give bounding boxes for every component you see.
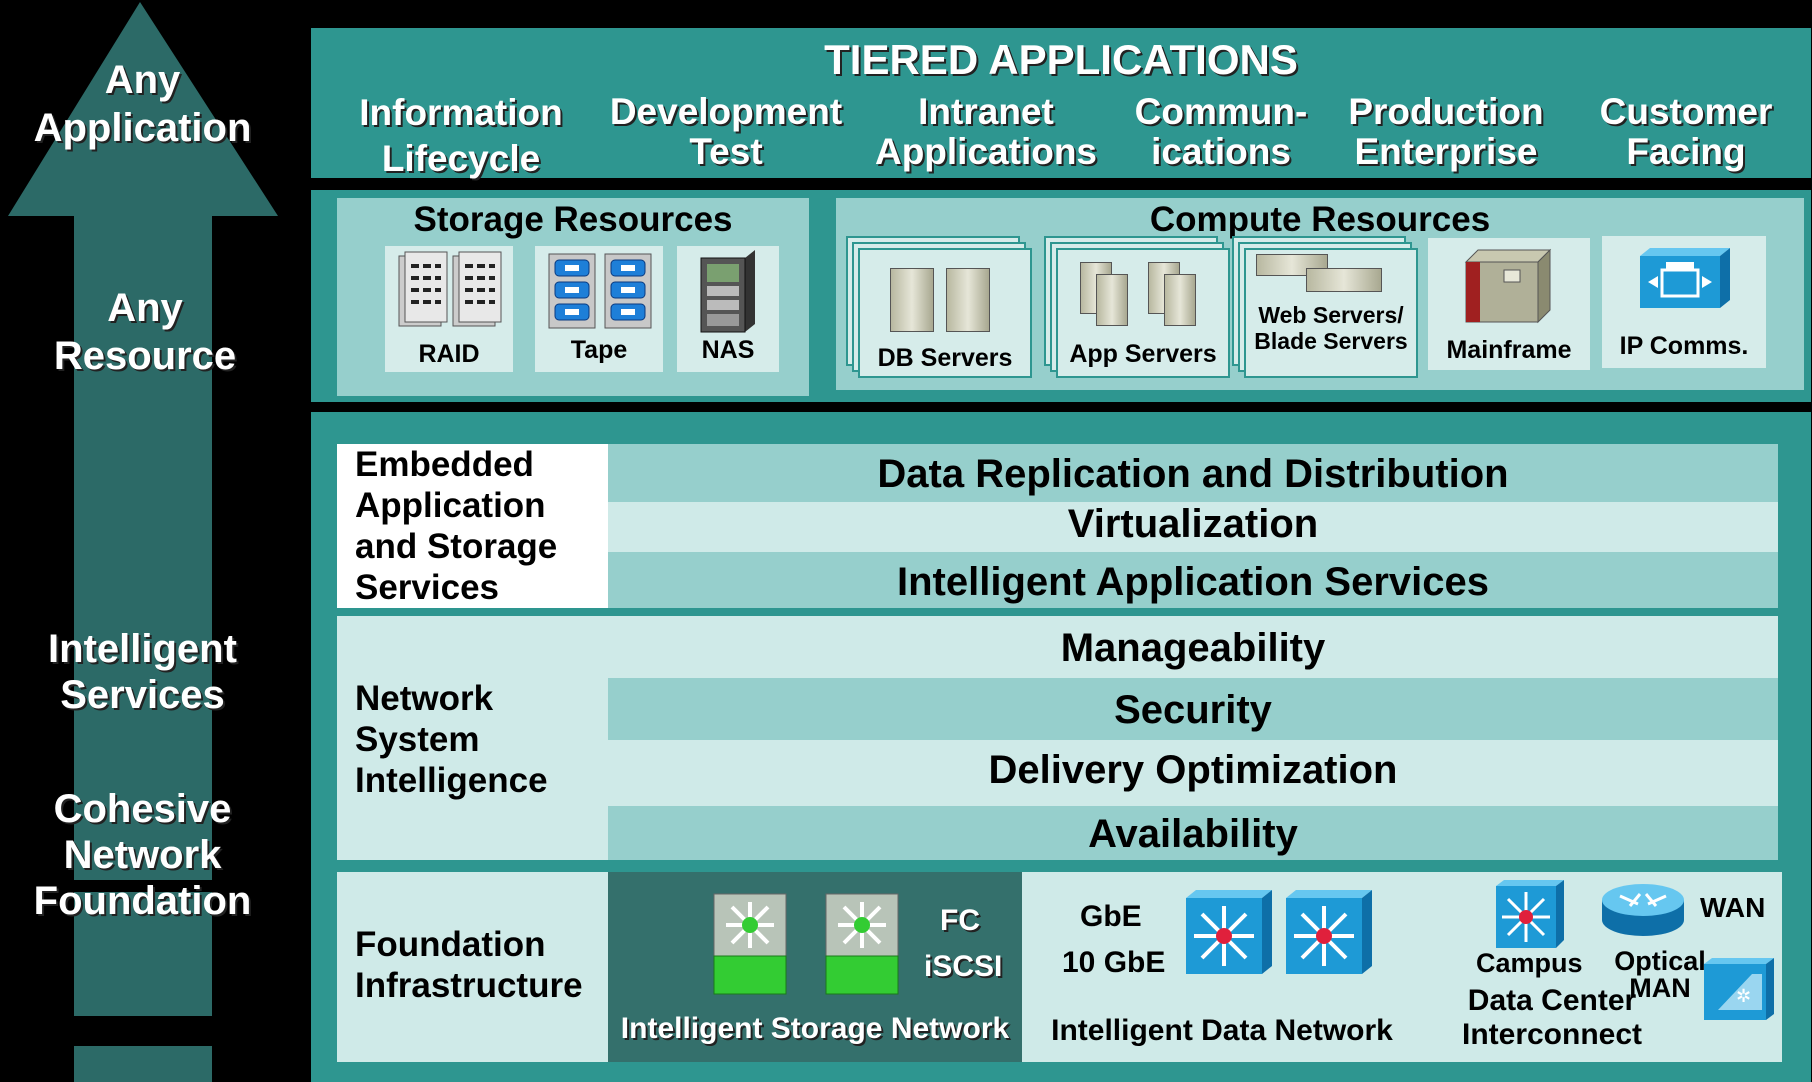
wan-label: WAN (1700, 892, 1766, 923)
row-virtualization: Virtualization (608, 502, 1778, 552)
app-development-test: Development Test (609, 91, 843, 172)
row-manageability: Manageability (608, 616, 1778, 678)
nas-icon (700, 250, 755, 333)
app-servers-card: App Servers (1056, 248, 1230, 378)
vertical-arrow (8, 2, 278, 1082)
tape-card: Tape (535, 246, 663, 372)
db-servers-label: DB Servers (877, 344, 1013, 372)
cohesive-network-foundation-label: Cohesive Network Foundation (33, 787, 252, 923)
svg-text:✲: ✲ (1736, 986, 1751, 1007)
gbe-label: GbE (1080, 900, 1142, 933)
catalyst-switch-icon-2 (1286, 890, 1372, 974)
row-data-replication: Data Replication and Distribution (608, 444, 1778, 502)
manageability-label: Manageability (1060, 626, 1326, 670)
row-security: Security (608, 678, 1778, 740)
nas-card: NAS (677, 246, 779, 372)
storage-network-caption: Intelligent Storage Network (620, 1012, 1010, 1045)
any-resource-label: Any Resource (53, 286, 237, 378)
ip-comms-card: IP Comms. (1602, 236, 1766, 368)
app-production-enterprise: Production Enterprise (1348, 91, 1544, 172)
db-server-icon-1 (890, 268, 934, 332)
mainframe-card: Mainframe (1428, 238, 1590, 370)
catalyst-switch-icon-1 (1186, 890, 1272, 974)
optical-man-label: Optical MAN (1614, 946, 1706, 1003)
network-intel-label: Network System Intelligence (355, 679, 548, 800)
row-availability: Availability (608, 806, 1778, 860)
tape-label: Tape (570, 336, 628, 364)
any-application-label: Any Application (33, 58, 252, 150)
storage-resources-box: Storage Resources RAID (337, 198, 809, 396)
ip-comms-label: IP Comms. (1619, 332, 1749, 360)
mds-switch-icon-2 (825, 893, 899, 995)
web-servers-label: Web Servers/ Blade Servers (1254, 302, 1408, 354)
network-intel-label-box: Network System Intelligence (337, 616, 609, 860)
router-icon (1602, 884, 1684, 936)
fc-label: FC (940, 904, 980, 937)
interconnect-caption: Data Center Interconnect (1461, 984, 1643, 1051)
10gbe-label: 10 GbE (1062, 946, 1166, 979)
blade-server-icon-2 (1306, 268, 1382, 292)
nas-label: NAS (701, 336, 755, 364)
data-replication-label: Data Replication and Distribution (877, 452, 1509, 496)
raid-label: RAID (418, 340, 480, 368)
app-servers-label: App Servers (1069, 340, 1217, 368)
embedded-services-label: Embedded Application and Storage Service… (355, 445, 558, 607)
app-customer-facing: Customer Facing (1599, 91, 1773, 172)
tiered-applications-title: TIERED APPLICATIONS (824, 36, 1298, 83)
db-servers-card: DB Servers (858, 248, 1032, 378)
app-server-icon-4 (1164, 274, 1196, 326)
app-information-lifecycle: Information Lifecycle (359, 92, 563, 179)
compute-resources-box: Compute Resources DB Servers App Servers… (836, 198, 1804, 390)
app-communications: Commun- ications (1134, 91, 1308, 172)
delivery-optimization-label: Delivery Optimization (988, 748, 1398, 792)
foundation-label: Foundation Infrastructure (355, 925, 583, 1005)
mainframe-icon (1464, 248, 1552, 324)
intelligent-app-services-label: Intelligent Application Services (897, 560, 1489, 604)
storage-network-box: FC iSCSI Intelligent Storage Network (608, 872, 1022, 1062)
virtualization-label: Virtualization (1067, 502, 1319, 546)
raid-card: RAID (385, 246, 513, 372)
intelligent-services-label: Intelligent Services (48, 627, 237, 717)
ip-phone-icon (1640, 248, 1730, 308)
campus-switch-icon (1496, 880, 1564, 948)
db-server-icon-2 (946, 268, 990, 332)
raid-icon (398, 251, 502, 327)
data-network-box: GbE 10 GbE Intelligent Data Network (1022, 872, 1422, 1062)
iscsi-label: iSCSI (924, 950, 1003, 983)
row-delivery-optimization: Delivery Optimization (608, 740, 1778, 806)
app-server-icon-2 (1096, 274, 1128, 326)
storage-resources-title: Storage Resources (413, 200, 733, 239)
tape-icon (548, 253, 652, 329)
app-intranet-applications: Intranet Applications (874, 91, 1098, 172)
interconnect-box: WAN Campus Optical MAN ✲ Data Center Int… (1422, 872, 1782, 1062)
campus-label: Campus (1476, 948, 1583, 978)
row-intelligent-app-services: Intelligent Application Services (608, 552, 1778, 608)
optical-device-icon: ✲ (1704, 958, 1774, 1020)
mds-switch-icon-1 (713, 893, 787, 995)
tiered-applications-panel: TIERED APPLICATIONS Information Lifecycl… (311, 28, 1811, 179)
compute-resources-title: Compute Resources (1149, 200, 1491, 239)
mainframe-label: Mainframe (1446, 336, 1572, 364)
availability-label: Availability (1088, 812, 1298, 856)
embedded-label-box: Embedded Application and Storage Service… (337, 444, 609, 608)
foundation-label-box: Foundation Infrastructure (337, 872, 609, 1062)
security-label: Security (1114, 688, 1272, 732)
data-network-caption: Intelligent Data Network (1051, 1014, 1393, 1047)
web-servers-card: Web Servers/ Blade Servers (1244, 248, 1418, 378)
